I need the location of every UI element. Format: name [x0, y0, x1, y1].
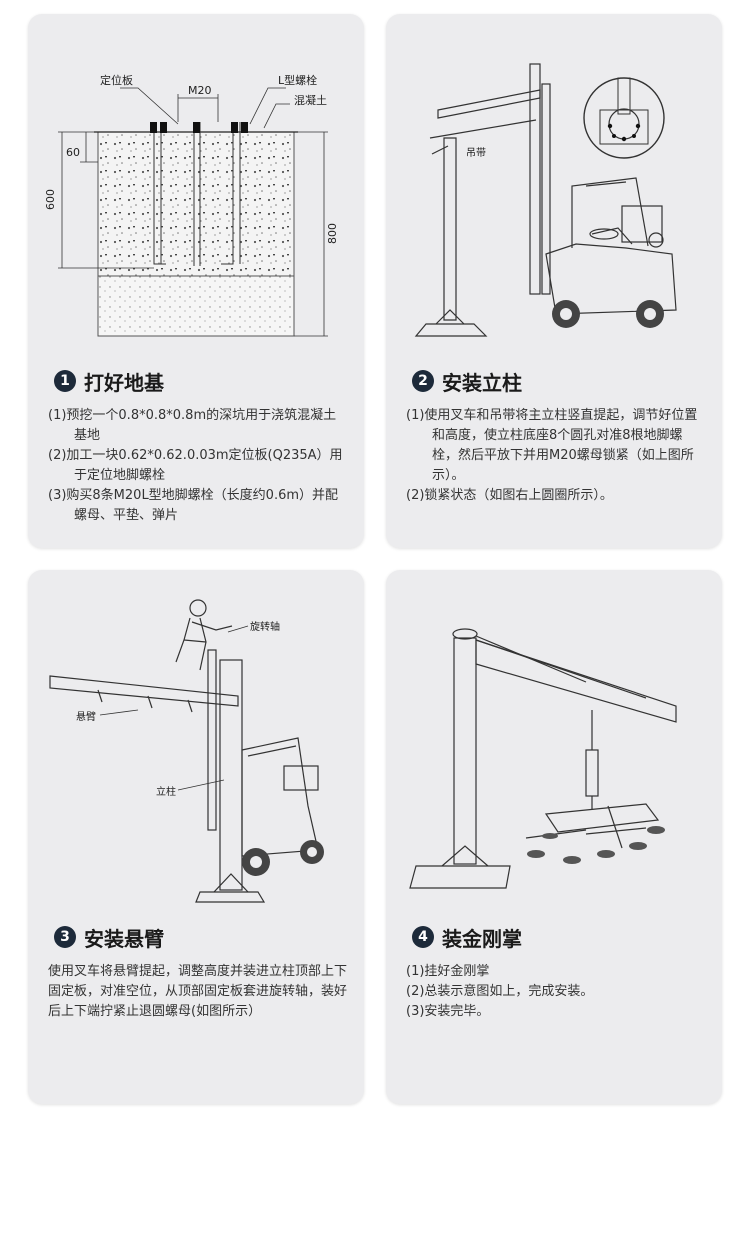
step-description: (1)预挖一个0.8*0.8*0.8m的深坑用于浇筑混凝土基地 (2)加工一块0… — [48, 406, 348, 526]
step-card-4: 4 装金刚掌 (1)挂好金刚掌 (2)总装示意图如上，完成安装。 (3)安装完毕… — [386, 570, 722, 1104]
label-bolt: L型螺栓 — [278, 73, 317, 87]
label-bolt-size: M20 — [188, 84, 212, 97]
step-heading: 1 打好地基 — [54, 366, 164, 396]
step-card-1: 定位板 M20 L型螺栓 混凝土 60 600 800 1 打好地基 (1)预挖… — [28, 14, 364, 548]
step-line: (2)锁紧状态（如图右上圆圈所示）。 — [406, 488, 613, 503]
step-number-badge: 2 — [412, 370, 434, 392]
step-heading: 2 安装立柱 — [412, 366, 522, 396]
step-number-badge: 4 — [412, 926, 434, 948]
step-description: (1)使用叉车和吊带将主立柱竖直提起，调节好位置和高度，使立柱底座8个圆孔对准8… — [406, 406, 706, 506]
step-heading: 3 安装悬臂 — [54, 922, 164, 952]
step-line: (1)预挖一个0.8*0.8*0.8m的深坑用于浇筑混凝土基地 — [48, 408, 337, 443]
column-install-diagram: 吊带 — [414, 63, 677, 337]
step-description: 使用叉车将悬臂提起，调整高度并装进立柱顶部上下固定板，对准空位，从顶部固定板套进… — [48, 962, 348, 1022]
foundation-diagram: 定位板 M20 L型螺栓 混凝土 60 600 800 — [44, 73, 339, 337]
dim-800: 800 — [326, 223, 339, 244]
dim-600: 600 — [44, 189, 57, 210]
step-number-badge: 1 — [54, 370, 76, 392]
step-heading: 4 装金刚掌 — [412, 922, 522, 952]
arm-install-diagram: 旋转轴 悬臂 立柱 — [49, 599, 324, 903]
step-card-3: 旋转轴 悬臂 立柱 3 安装悬臂 使用叉车将悬臂提起，调整高度并装进立柱顶部上下… — [28, 570, 364, 1104]
step-title: 安装立柱 — [442, 370, 522, 395]
step-title: 装金刚掌 — [442, 926, 522, 951]
step-title: 打好地基 — [84, 370, 164, 395]
vacuum-lifter-diagram — [409, 628, 677, 889]
dim-60: 60 — [66, 146, 80, 159]
label-strap: 吊带 — [466, 147, 486, 159]
step-line: (1)使用叉车和吊带将主立柱竖直提起，调节好位置和高度，使立柱底座8个圆孔对准8… — [406, 408, 698, 483]
step-line: (2)总装示意图如上，完成安装。 — [406, 984, 594, 999]
step-line: (3)购买8条M20L型地脚螺栓（长度约0.6m）并配螺母、平垫、弹片 — [48, 488, 339, 523]
label-concrete: 混凝土 — [294, 93, 327, 107]
label-column: 立柱 — [156, 785, 176, 798]
step-line: 使用叉车将悬臂提起，调整高度并装进立柱顶部上下固定板，对准空位，从顶部固定板套进… — [48, 964, 348, 1019]
step-line: (1)挂好金刚掌 — [406, 964, 490, 979]
step-description: (1)挂好金刚掌 (2)总装示意图如上，完成安装。 (3)安装完毕。 — [406, 962, 706, 1022]
label-shaft: 旋转轴 — [250, 620, 280, 633]
step-title: 安装悬臂 — [84, 926, 164, 951]
step-number-badge: 3 — [54, 926, 76, 948]
label-arm: 悬臂 — [76, 710, 96, 723]
label-plate: 定位板 — [100, 73, 133, 87]
step-card-2: 吊带 2 安装立柱 (1)使用叉车和吊带将主立柱竖直提起，调节好位置和高度，使立… — [386, 14, 722, 548]
step-line: (2)加工一块0.62*0.62.0.03m定位板(Q235A）用于定位地脚螺栓 — [48, 448, 343, 483]
step-line: (3)安装完毕。 — [406, 1004, 490, 1019]
